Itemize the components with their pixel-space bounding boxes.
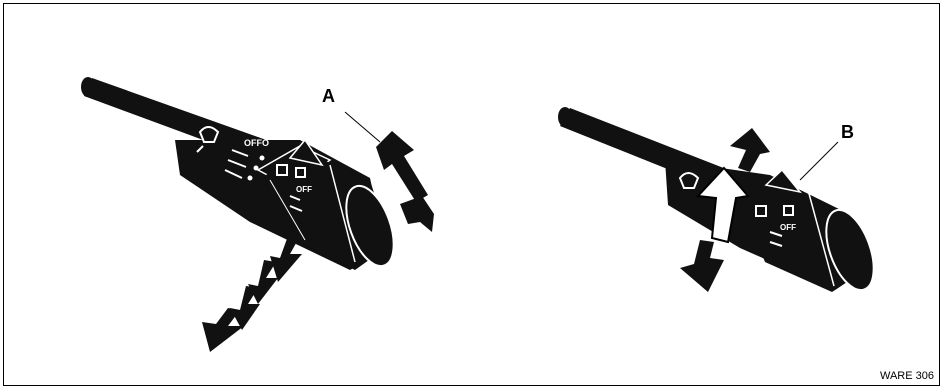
svg-text:OFF: OFF (780, 223, 796, 232)
svg-text:OFFO: OFFO (244, 138, 269, 148)
reference-code: WARE 306 (880, 370, 934, 382)
left-wiper-stalk: OFFO OFF (81, 77, 403, 272)
pull-down-arrow-right (680, 240, 724, 292)
svg-text:OFF: OFF (296, 185, 312, 194)
label-b: B (841, 122, 854, 143)
label-a: A (322, 86, 335, 107)
pull-down-arrows (202, 236, 302, 352)
